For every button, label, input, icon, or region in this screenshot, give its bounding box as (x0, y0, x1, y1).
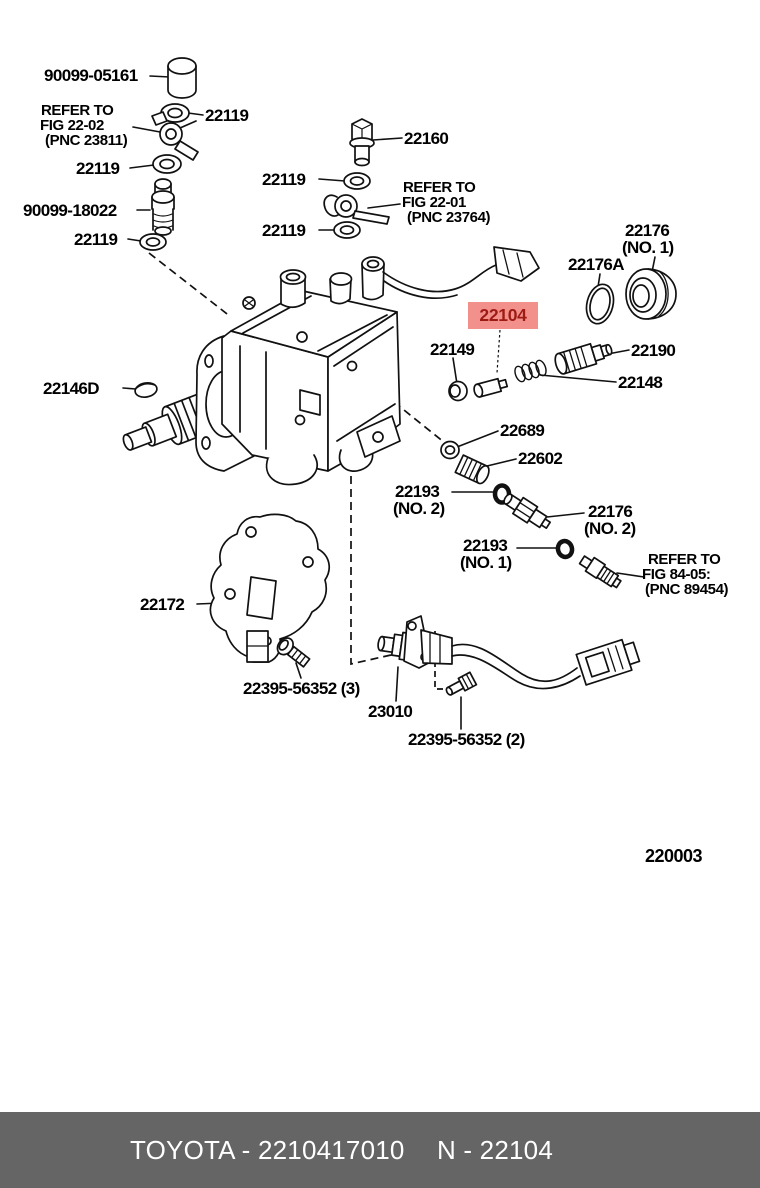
part-label-22160: 22160 (404, 129, 449, 148)
part-label-22176-no1: 22176 (NO. 1) (622, 222, 674, 256)
part-label-22119-2: 22119 (76, 159, 120, 178)
part-number-suffix: (NO. 2) (584, 519, 636, 538)
reference-line: FIG 22-02 (40, 117, 104, 134)
part-label-22119-1: 22119 (205, 106, 249, 125)
reference-line: (PNC 89454) (645, 581, 729, 598)
part-label-90099-05161: 90099-05161 (44, 66, 138, 85)
oring-22689-drawing (440, 440, 460, 460)
reference-line: (PNC 23764) (407, 209, 491, 226)
reference-label-fig-22-02: REFER TO FIG 22-02 (PNC 23811) (40, 102, 128, 149)
reference-label-fig-84-05: REFER TO FIG 84-05: (PNC 89454) (642, 551, 729, 598)
part-number-line: 22176 (625, 221, 670, 240)
part-label-22119-5: 22119 (262, 221, 306, 240)
part-number-suffix: (NO. 1) (460, 553, 512, 572)
part-label-22149: 22149 (430, 340, 475, 359)
part-label-22176-no2: 22176 (NO. 2) (584, 503, 636, 537)
part-label-22119-4: 22119 (262, 170, 306, 189)
spring-22148-drawing (514, 359, 547, 383)
bolt-22395-2-drawing (445, 671, 478, 696)
fig-22-01-part-drawing (323, 194, 390, 225)
part-label-22119-3: 22119 (74, 230, 118, 249)
part-label-22190: 22190 (631, 341, 676, 360)
part-label-22602: 22602 (518, 449, 563, 468)
part-number-suffix: (NO. 2) (393, 499, 445, 518)
part-label-90099-18022: 90099-18022 (23, 201, 117, 220)
part-number-line: 22176 (588, 502, 633, 521)
part-label-22172: 22172 (140, 595, 185, 614)
part-label-22689: 22689 (500, 421, 545, 440)
injection-pump-drawing (122, 246, 540, 486)
key-22146d-drawing (134, 381, 158, 399)
footer-bar: TOYOTA - 2210417010 N - 22104 (0, 1112, 760, 1188)
bracket-22172-drawing (209, 513, 331, 663)
reference-label-fig-22-01: REFER TO FIG 22-01 (PNC 23764) (402, 179, 491, 226)
part-22149-drawing (448, 380, 468, 402)
reference-line: FIG 84-05: (642, 566, 711, 583)
part-22160-drawing (349, 118, 375, 167)
fig-84-05-part-drawing (578, 555, 622, 589)
part-label-22193-no2: 22193 (NO. 2) (393, 483, 445, 517)
reference-line: REFER TO (648, 551, 721, 568)
ring-22193-no1-drawing (555, 538, 575, 560)
part-90099-18022-drawing (151, 178, 175, 236)
diagram-number: 220003 (645, 846, 703, 866)
part-label-22146d: 22146D (43, 379, 100, 398)
fig-22-02-part-drawing (151, 111, 199, 161)
highlighted-part-number: 22104 (479, 305, 527, 325)
sensor-connector-drawing (575, 638, 641, 686)
gasket-22119-drawings (139, 103, 371, 251)
sensor-23010-drawing (377, 615, 641, 690)
footer-catalog-number: N - 22104 (437, 1135, 553, 1165)
part-number-suffix: (NO. 1) (622, 238, 674, 257)
harness-connector-drawing (493, 246, 540, 282)
part-22176-no2-drawing (503, 493, 551, 529)
part-label-22148: 22148 (618, 373, 663, 392)
footer-part-code: TOYOTA - 2210417010 (130, 1135, 405, 1165)
part-number-line: 22193 (463, 536, 508, 555)
part-90099-05161-drawing (167, 57, 197, 99)
part-22602-drawing (454, 454, 490, 485)
highlighted-part-label-22104[interactable]: 22104 (468, 302, 538, 329)
screw-22395-3-drawing (276, 637, 311, 668)
part-22104-drawing (473, 377, 509, 398)
oring-22176a-drawing (585, 283, 615, 325)
part-22176-no1-drawing (625, 268, 677, 320)
part-label-22395-56352-3: 22395-56352 (3) (243, 679, 360, 698)
reference-line: FIG 22-01 (402, 194, 466, 211)
dashed-assembly-lines (148, 252, 501, 690)
reference-line: (PNC 23811) (45, 132, 128, 149)
reference-line: REFER TO (403, 179, 476, 196)
part-label-23010: 23010 (368, 702, 413, 721)
part-number-line: 22193 (395, 482, 440, 501)
part-22190-drawing (554, 342, 613, 375)
reference-line: REFER TO (41, 102, 114, 119)
part-label-22176a: 22176A (568, 255, 625, 274)
part-label-22395-56352-2: 22395-56352 (2) (408, 730, 525, 749)
part-label-22193-no1: 22193 (NO. 1) (460, 537, 512, 571)
